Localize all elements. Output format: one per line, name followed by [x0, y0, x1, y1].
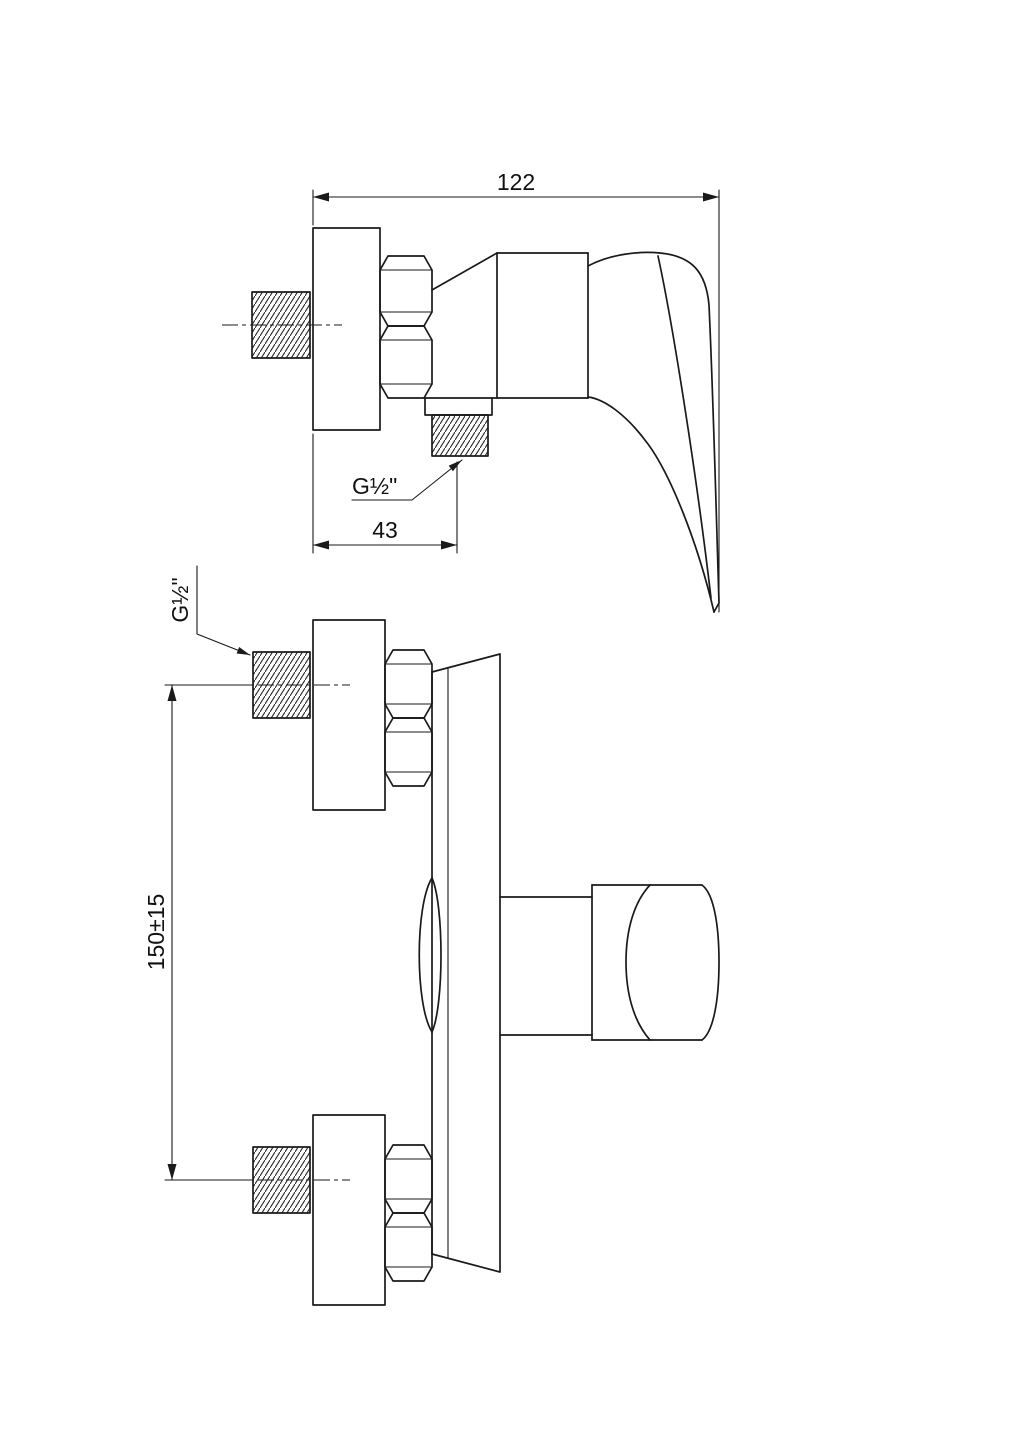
dimension-43: 43 — [312, 433, 458, 554]
dim-43-label: 43 — [372, 517, 398, 543]
lever-handle-side — [587, 251, 720, 613]
arrowhead — [313, 540, 329, 550]
handle-knob — [499, 884, 720, 1041]
arrowhead — [167, 1164, 177, 1180]
outlet-thread-label: G½" — [352, 473, 397, 499]
arrowhead — [236, 647, 250, 655]
outlet-thread-side — [424, 397, 493, 457]
front-view: G½" 150±15 — [143, 565, 720, 1306]
side-view: 122 — [222, 169, 720, 613]
union-nuts-side — [379, 255, 433, 399]
dim-122-label: 122 — [497, 169, 535, 195]
outlet-thread-callout: G½" — [351, 459, 463, 501]
bottom-inlet — [230, 1114, 433, 1306]
arrowhead — [313, 192, 329, 202]
mixer-body-side — [424, 252, 589, 399]
arrowhead — [441, 540, 457, 550]
top-inlet — [230, 619, 433, 811]
arrowhead — [448, 460, 462, 472]
arrowhead — [167, 685, 177, 701]
dimension-150: 150±15 — [143, 684, 251, 1181]
wall-flange-side — [312, 227, 381, 431]
arrowhead — [703, 192, 719, 202]
escutcheon-plate — [418, 653, 501, 1273]
wall-flange-bottom — [312, 1114, 386, 1306]
inlet-thread-label: G½" — [167, 577, 193, 622]
dimension-122: 122 — [312, 169, 720, 613]
wall-flange-top — [312, 619, 386, 811]
inlet-thread-side — [222, 291, 342, 359]
dim-150-label: 150±15 — [143, 894, 169, 971]
inlet-thread-callout: G½" — [167, 565, 251, 656]
